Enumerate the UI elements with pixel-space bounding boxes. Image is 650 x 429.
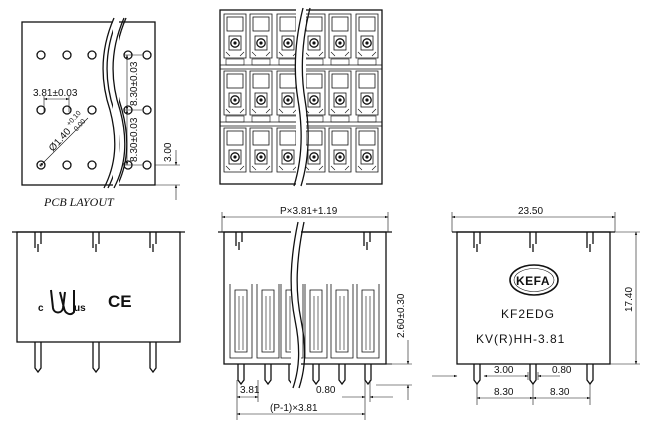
side-pin-leg: [237, 364, 245, 386]
terminal-cell: [328, 70, 352, 116]
top-view: [219, 7, 383, 187]
terminal-cell: [223, 127, 247, 173]
side-view-pins: [229, 232, 392, 386]
side-pin-leg: [312, 364, 320, 386]
pcb-hole: [87, 160, 97, 170]
brand-label: KEFA: [516, 274, 550, 288]
ul-c-label: c: [38, 303, 44, 314]
pcb-hole: [62, 50, 72, 60]
terminal-screw: [309, 152, 319, 162]
terminal-screw: [256, 95, 266, 105]
end-dim-830-left: 8.30: [494, 387, 514, 398]
terminal-cell: [355, 70, 379, 116]
side-pin-leg: [364, 364, 372, 386]
pcb-row-spacing-top: 8.30±0.03: [129, 61, 140, 106]
end-view: KEFA KF2EDG KV(R)HH-3.81 23.50 17.40 3.0…: [432, 206, 640, 405]
terminal-cell: [328, 127, 352, 173]
terminal-cell: [249, 13, 273, 59]
pcb-row-spacing-bottom: 8.30±0.03: [129, 117, 140, 162]
end-dim-080: 0.80: [552, 365, 572, 376]
terminal-screw: [283, 95, 293, 105]
pcb-hole: [87, 105, 97, 115]
side-pin-channel: [229, 284, 253, 386]
pcb-hole: [36, 50, 46, 60]
end-height-label: 17.40: [624, 287, 635, 312]
terminal-screw: [335, 152, 345, 162]
terminal-screw: [283, 152, 293, 162]
terminal-screw: [362, 38, 372, 48]
side-pitch-label: 3.81: [240, 385, 260, 396]
side-total-pitch-label: (P-1)×3.81: [270, 403, 318, 414]
terminal-cell: [355, 127, 379, 173]
terminal-cell: [249, 127, 273, 173]
terminal-screw: [309, 95, 319, 105]
side-pin-leg: [338, 364, 346, 386]
terminal-screw: [309, 38, 319, 48]
side-pin-channel: [256, 284, 280, 386]
pcb-hole-diameter: Ø1.40: [47, 126, 74, 154]
pcb-hole: [62, 160, 72, 170]
terminal-cell: [223, 70, 247, 116]
side-view: P×3.81+1.19 2.60±0.30 3.81 0.80 (P-1)×3.…: [218, 206, 412, 420]
terminal-screw: [335, 38, 345, 48]
ce-mark: CE: [108, 292, 132, 311]
pcb-hole: [62, 105, 72, 115]
kefa-logo: KEFA: [509, 264, 559, 296]
terminal-screw: [362, 152, 372, 162]
pcb-layout-view: 3.81±0.03 8.30±0.03 8.30±0.03 3.00 Ø1.40…: [21, 14, 180, 209]
ul-us-label: us: [74, 303, 86, 314]
pcb-hole: [36, 160, 46, 170]
terminal-cell: [328, 13, 352, 59]
terminal-cell: [276, 127, 300, 173]
terminal-screw: [230, 152, 240, 162]
terminal-cell: [355, 13, 379, 59]
terminal-screw: [230, 95, 240, 105]
terminal-screw: [230, 38, 240, 48]
side-top-post: [235, 232, 243, 250]
model-label: KF2EDG: [501, 307, 555, 321]
pcb-pitch-label: 3.81±0.03: [33, 88, 78, 99]
pcb-hole: [142, 160, 152, 170]
side-pin-channel: [356, 284, 380, 386]
pcb-hole: [36, 105, 46, 115]
terminal-screw: [362, 95, 372, 105]
terminal-cell: [249, 70, 273, 116]
end-dim-300: 3.00: [494, 365, 514, 376]
model-line2-label: KV(R)HH-3.81: [476, 332, 565, 346]
ul-mark: c us: [38, 289, 86, 316]
terminal-screw: [256, 152, 266, 162]
end-total-width-label: 23.50: [518, 206, 543, 217]
end-dim-830-right: 8.30: [550, 387, 570, 398]
side-pin-channel: [304, 284, 328, 386]
side-pin-leg: [264, 364, 272, 386]
pcb-hole: [142, 105, 152, 115]
terminal-screw: [283, 38, 293, 48]
side-pin-width-label: 0.80: [316, 385, 336, 396]
pcb-hole: [142, 50, 152, 60]
front-view: c us CE: [12, 231, 185, 374]
pcb-caption: PCB LAYOUT: [43, 195, 115, 209]
pcb-edge-offset: 3.00: [163, 142, 174, 162]
side-top-post: [363, 232, 371, 250]
side-width-label: P×3.81+1.19: [280, 206, 338, 217]
terminal-cell: [302, 13, 326, 59]
side-pin-channel: [330, 284, 354, 386]
terminal-cell: [223, 13, 247, 59]
terminal-screw: [256, 38, 266, 48]
side-pin-length-label: 2.60±0.30: [396, 293, 407, 338]
terminal-screw: [335, 95, 345, 105]
pcb-hole: [87, 50, 97, 60]
